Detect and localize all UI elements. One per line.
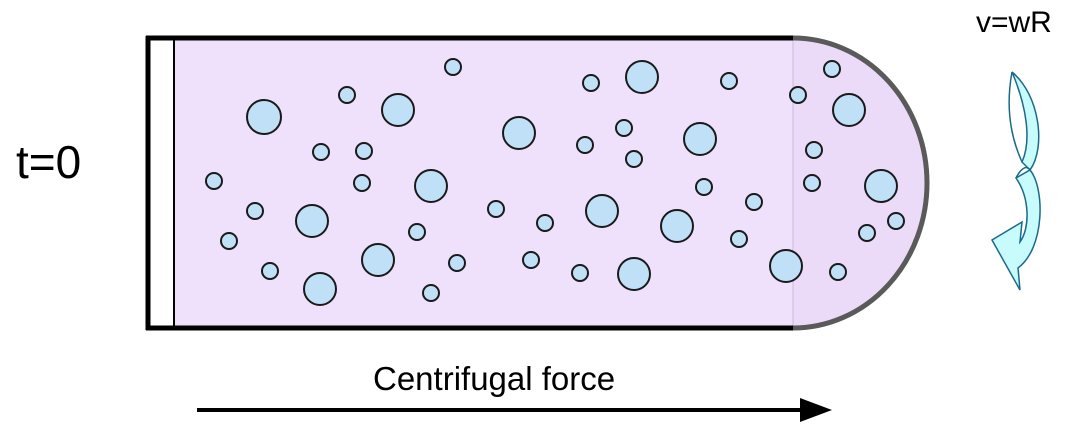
tube-cap-fluid — [793, 38, 927, 328]
particle — [745, 193, 763, 211]
force-label: Centrifugal force — [373, 360, 615, 397]
particle — [338, 86, 356, 104]
particle — [295, 204, 329, 238]
particle — [720, 72, 738, 90]
particle — [803, 174, 821, 192]
particle — [246, 99, 282, 135]
particle — [832, 93, 866, 127]
particle — [695, 178, 713, 196]
particles — [205, 58, 905, 306]
particle — [220, 232, 238, 250]
particle — [615, 119, 633, 137]
particle — [246, 202, 264, 220]
particle — [522, 251, 540, 269]
particle — [864, 169, 898, 203]
particle — [585, 194, 619, 228]
particle — [414, 169, 448, 203]
velocity-label: v=wR — [976, 6, 1052, 39]
particle — [829, 263, 847, 281]
particle — [448, 254, 466, 272]
particle — [625, 60, 659, 94]
particle — [312, 143, 330, 161]
particle — [361, 243, 395, 277]
particle — [660, 209, 694, 243]
particle — [536, 214, 554, 232]
particle — [303, 272, 337, 306]
particle — [789, 86, 807, 104]
particle — [576, 136, 594, 154]
tube-fluid — [148, 38, 927, 328]
particle — [487, 200, 505, 218]
particle — [353, 174, 371, 192]
particle — [887, 212, 905, 230]
tube-cap-outline — [792, 35, 930, 331]
particle — [571, 264, 589, 282]
particle — [582, 74, 600, 92]
particle — [683, 122, 717, 156]
particle — [261, 262, 279, 280]
particle — [858, 224, 876, 242]
particle — [617, 257, 651, 291]
particle — [823, 60, 841, 78]
particle — [408, 223, 426, 241]
time-label: t=0 — [16, 136, 81, 188]
particle — [205, 172, 223, 190]
particle — [444, 58, 462, 76]
particle — [805, 141, 823, 159]
particle — [625, 150, 643, 168]
particle — [730, 230, 748, 248]
rotation-arrow-icon — [990, 71, 1041, 291]
particle — [502, 116, 536, 150]
particle — [422, 284, 440, 302]
tube-stopper — [147, 37, 175, 329]
particle — [355, 142, 373, 160]
particle — [769, 249, 803, 283]
force-arrow-head — [800, 398, 832, 422]
particle — [381, 93, 415, 127]
